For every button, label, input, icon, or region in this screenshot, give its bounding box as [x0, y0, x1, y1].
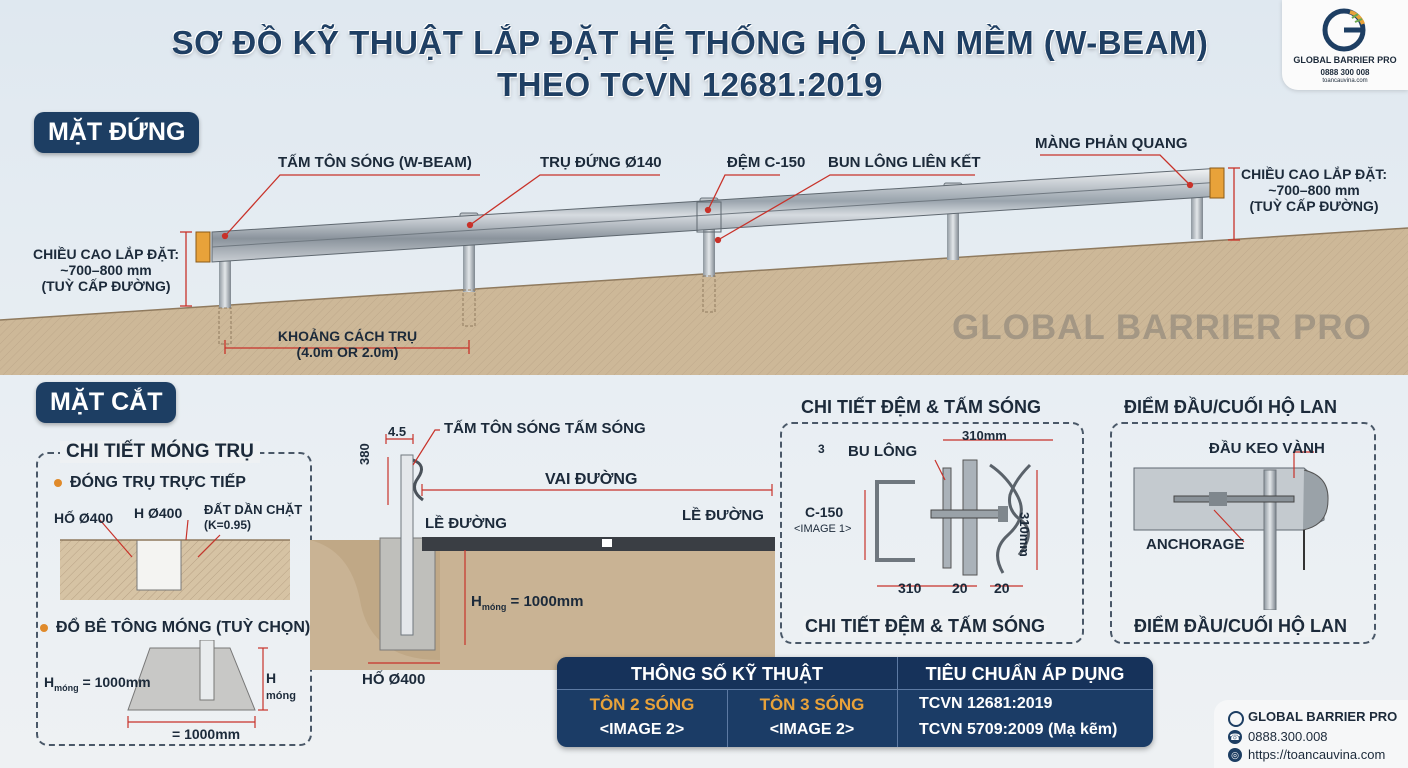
globe-icon: ◎: [1228, 748, 1242, 762]
concrete-label: ĐỔ BÊ TÔNG MÓNG (TUỲ CHỌN): [40, 619, 310, 637]
phone-icon: ☎: [1228, 730, 1242, 744]
concrete-footing-drawing: [127, 640, 268, 728]
spec-standard-1: TCVN 12681:2019: [919, 695, 1053, 712]
dim-310mm-top: 310mm: [962, 428, 1007, 443]
foundation-title: CHI TIẾT MÓNG TRỤ: [60, 441, 260, 463]
spacer-detail-title-top: CHI TIẾT ĐỆM & TẤM SÓNG: [801, 397, 1041, 417]
label-shoulder: VAI ĐƯỜNG: [545, 471, 638, 488]
h-mong-label: Hmóng = 1000mm: [44, 674, 151, 693]
spec-col-2-wave: TÔN 2 SÓNG: [589, 695, 695, 714]
spec-header-left: THÔNG SỐ KỸ THUẬT: [631, 664, 823, 684]
footer-url[interactable]: https://toancauvina.com: [1248, 747, 1386, 762]
spec-header-right: TIÊU CHUẨN ÁP DỤNG: [925, 664, 1125, 684]
spec-image-2a: <IMAGE 2>: [599, 721, 685, 738]
label-edge-left: LỀ ĐƯỜNG: [425, 515, 507, 532]
bolt-num: 3: [818, 442, 825, 456]
label-w-beam: TẤM TÔN SÓNG (W-BEAM): [278, 154, 472, 171]
direct-drive-drawing: [60, 519, 290, 600]
anchorage-label: ANCHORAGE: [1146, 536, 1245, 553]
end-detail-title-bottom: ĐIỂM ĐẦU/CUỐI HỘ LAN: [1132, 616, 1349, 637]
dim-20-b: 20: [994, 580, 1010, 596]
cross-section-drawing: [310, 429, 775, 670]
height-note-right: CHIỀU CAO LẮP ĐẶT: ~700–800 mm (TUỲ CẤP …: [1241, 166, 1387, 215]
logo-url: toancauvina.com: [1322, 78, 1368, 84]
spec-table: THÔNG SỐ KỸ THUẬT TIÊU CHUẨN ÁP DỤNG TÔN…: [557, 657, 1153, 747]
spacer-detail-title-bottom: CHI TIẾT ĐỆM & TẤM SÓNG: [803, 616, 1047, 637]
label-hole-section: HỐ Ø400: [362, 671, 426, 688]
contact-footer: GLOBAL BARRIER PRO ☎ 0888.300.008 ◎ http…: [1214, 700, 1408, 768]
hole-label: HỐ Ø400: [54, 510, 114, 526]
spec-image-2b: <IMAGE 2>: [769, 721, 855, 738]
end-terminal-drawing: [1133, 451, 1329, 610]
dim-310-bottom: 310: [898, 580, 922, 596]
globe-logo-icon: [1322, 8, 1366, 52]
label-reflector: MÀNG PHẢN QUANG: [1035, 135, 1188, 152]
reflector-left: [195, 231, 211, 263]
dim-20-a: 20: [952, 580, 968, 596]
direct-drive-label: ĐÓNG TRỤ TRỰC TIẾP: [54, 474, 246, 492]
height-note-left: CHIỀU CAO LẮP ĐẶT: ~700–800 mm (TUỲ CẤP …: [33, 246, 179, 295]
section-badge: MẶT CẮT: [36, 382, 177, 423]
elevation-drawing: [0, 154, 1408, 375]
bolt-label: BU LÔNG: [848, 443, 918, 460]
label-post: TRỤ ĐỨNG Ø140: [540, 154, 662, 171]
reflector-right: [1209, 167, 1225, 199]
c150-label: C-150: [805, 504, 844, 520]
label-edge-right: LỀ ĐƯỜNG: [682, 507, 764, 524]
spacer-detail-panel: [780, 422, 1084, 644]
elevation-badge: MẶT ĐỨNG: [34, 112, 200, 153]
label-h-mong-section: Hmóng = 1000mm: [471, 593, 584, 612]
title-line-1: SƠ ĐỒ KỸ THUẬT LẮP ĐẶT HỆ THỐNG HỘ LAN M…: [171, 24, 1209, 61]
footer-phone[interactable]: 0888.300.008: [1248, 729, 1328, 744]
footing-width-label: = 1000mm: [172, 726, 241, 742]
footer-brand: GLOBAL BARRIER PRO: [1248, 709, 1398, 724]
end-terminal-panel: [1110, 422, 1376, 644]
h400-label: H Ø400: [134, 505, 183, 521]
label-bolt: BUN LÔNG LIÊN KẾT: [828, 154, 981, 171]
image1-placeholder: <IMAGE 1>: [794, 523, 852, 535]
dim-380: 380: [357, 443, 372, 465]
watermark: GLOBAL BARRIER PRO: [952, 308, 1372, 347]
dim-4-5: 4.5: [388, 424, 407, 439]
dim-310mm-right: 310mm: [1017, 512, 1032, 557]
spacer-detail-drawing: [864, 439, 1053, 587]
brand-mini-icon: [1228, 711, 1244, 727]
logo-phone: 0888 300 008: [1320, 68, 1370, 77]
spec-standard-2: TCVN 5709:2009 (Mạ kẽm): [919, 721, 1118, 738]
title-line-2: THEO TCVN 12681:2019: [496, 66, 883, 103]
label-spacer: ĐỆM C-150: [727, 154, 806, 171]
brand-logo[interactable]: GLOBAL BARRIER PRO 0888 300 008 toancauv…: [1282, 0, 1408, 90]
label-beam-section: TẤM TÔN SÓNG TẤM SÓNG: [444, 420, 646, 437]
soil-label: ĐẤT DẦN CHẶT: [204, 502, 303, 517]
logo-brand-name: GLOBAL BARRIER PRO: [1293, 55, 1397, 65]
post-spacing-note: KHOẢNG CÁCH TRỤ (4.0m OR 2.0m): [277, 328, 418, 361]
end-detail-title-top: ĐIỂM ĐẦU/CUỐI HỘ LAN: [1124, 397, 1337, 417]
end-cap-label: ĐẦU KEO VÀNH: [1209, 440, 1325, 457]
soil-k-label: (K=0.95): [204, 518, 252, 532]
spec-col-3-wave: TÔN 3 SÓNG: [759, 695, 865, 714]
